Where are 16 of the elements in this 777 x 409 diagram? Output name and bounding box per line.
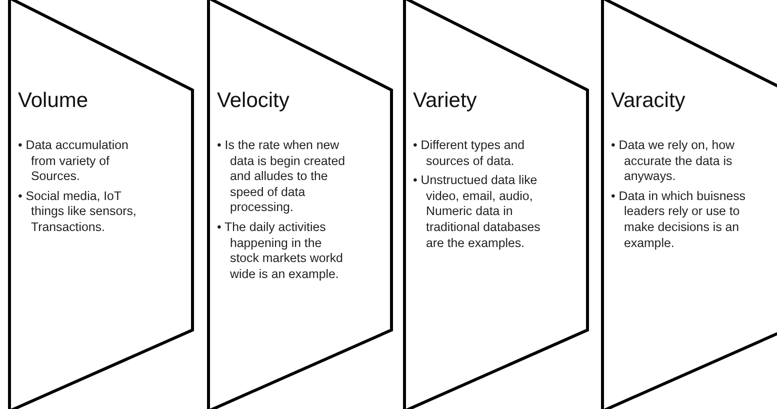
bullet-text: • Different types and sources of data. [413, 138, 526, 170]
bullet-text: • Data we rely on, how accurate the data is anyways. [611, 138, 736, 185]
bullet-text: • Is the rate when new data is begin created and alludes to the speed of data processing. [217, 138, 346, 216]
chevron-panel [207, 0, 393, 409]
panel-heading: Volume [18, 89, 88, 113]
bullet-text: • Data accumulation from variety of Sources. [18, 138, 130, 185]
panel-heading: Variety [413, 89, 477, 113]
chevron-panel [403, 0, 589, 409]
chevron-panel [8, 0, 194, 409]
chevron-panel [601, 0, 777, 409]
panel-heading: Varacity [611, 89, 686, 113]
panel-heading: Velocity [217, 89, 290, 113]
bullet-text: • Data in which buisness leaders rely or use to make decisions is an example. [611, 188, 747, 252]
bullet-text: • Social media, IoT things like sensors, Transactions. [18, 188, 138, 236]
bullet-text: • The daily activities happening in the stock markets workd wide is an example. [217, 220, 344, 282]
bullet-text: • Unstructued data like video, email, audio, Numeric data in traditional databases are the examples. [413, 173, 542, 252]
